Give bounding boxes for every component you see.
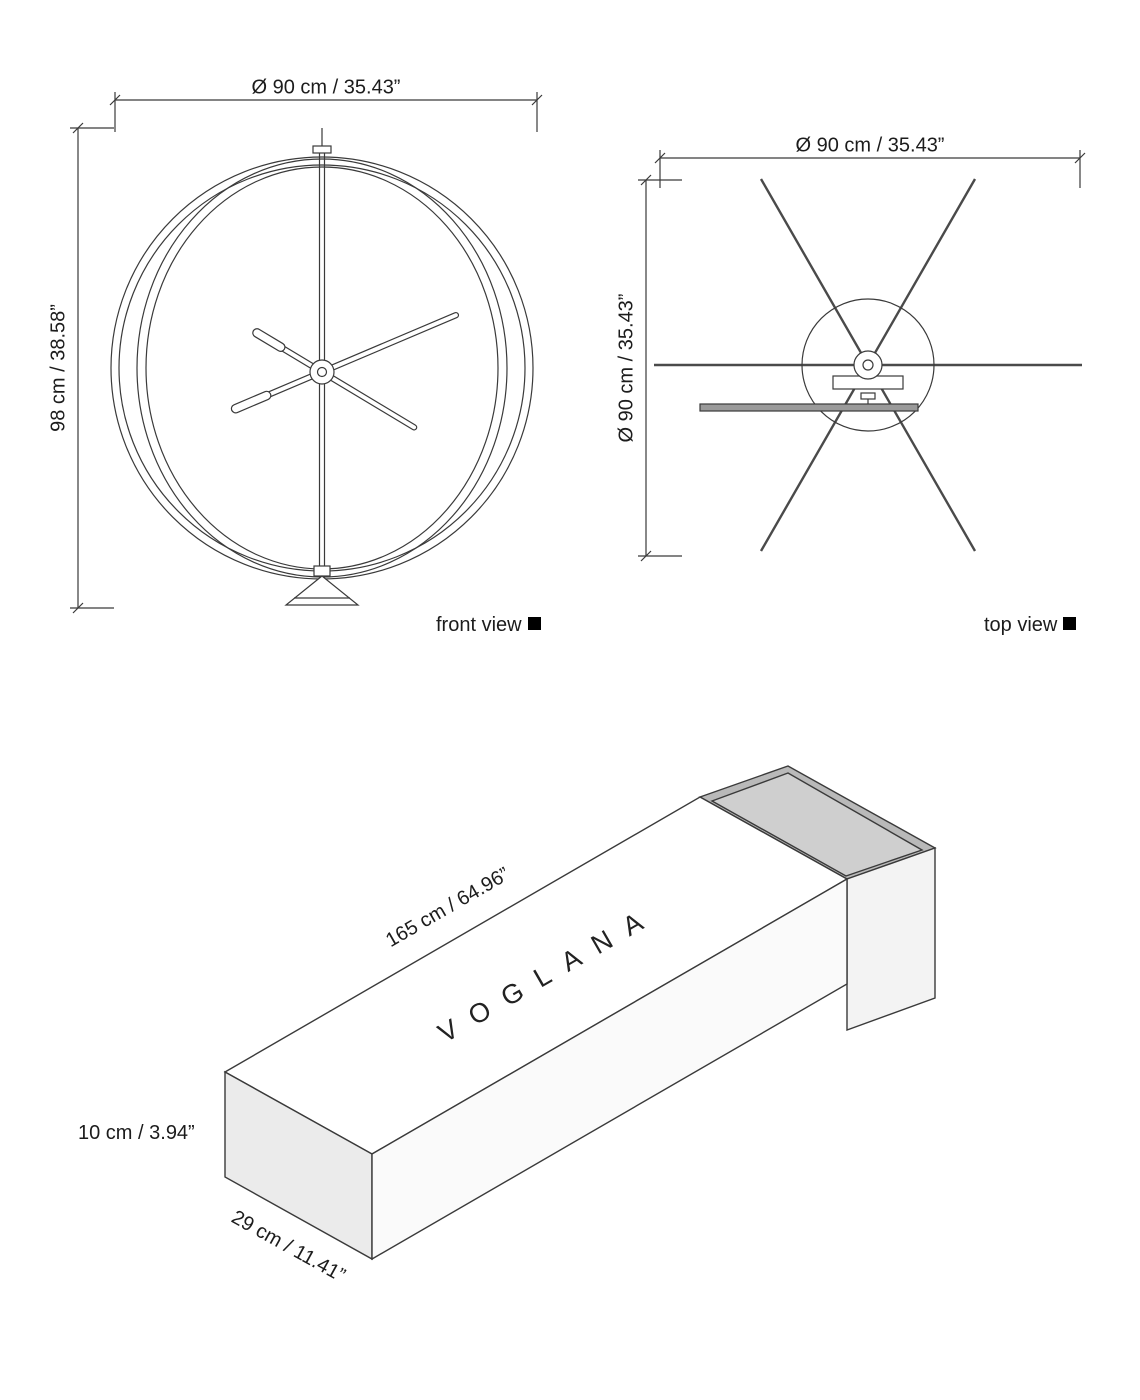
clock-top-center — [699, 298, 935, 432]
clock-rings — [110, 156, 534, 580]
top-depth-label: Ø 90 cm / 35.43” — [615, 293, 638, 443]
clock-hands — [230, 311, 460, 431]
top-view-drawing — [638, 150, 1086, 562]
package-drawer — [223, 796, 849, 1261]
top-view-marker-square — [1063, 617, 1077, 630]
clock-legs-top — [654, 178, 1082, 552]
package-sleeve — [698, 765, 937, 1031]
front-view-marker-square — [527, 617, 541, 630]
front-height-dimension-lines — [70, 122, 114, 614]
front-view-caption: front view — [436, 614, 541, 637]
clock-hub — [309, 359, 335, 385]
front-height-label: 98 cm / 38.58” — [47, 304, 70, 432]
top-depth-dimension-lines — [638, 174, 682, 562]
front-view-drawing — [70, 92, 543, 614]
top-view-caption-text: top view — [984, 614, 1058, 636]
brand-logo-text: VOGLANA — [432, 898, 663, 1049]
front-view-caption-text: front view — [436, 614, 522, 636]
package-height-label: 10 cm / 3.94” — [78, 1122, 195, 1144]
front-diameter-label: Ø 90 cm / 35.43” — [251, 76, 401, 99]
top-view-caption: top view — [984, 614, 1077, 637]
package-length-label: 165 cm / 64.96” — [382, 863, 514, 952]
package-drawing — [223, 765, 937, 1261]
clock-base — [284, 565, 360, 606]
package-width-label: 29 cm / 11.41” — [227, 1206, 349, 1287]
top-diameter-label: Ø 90 cm / 35.43” — [795, 134, 945, 157]
clock-center-rod — [312, 128, 332, 566]
